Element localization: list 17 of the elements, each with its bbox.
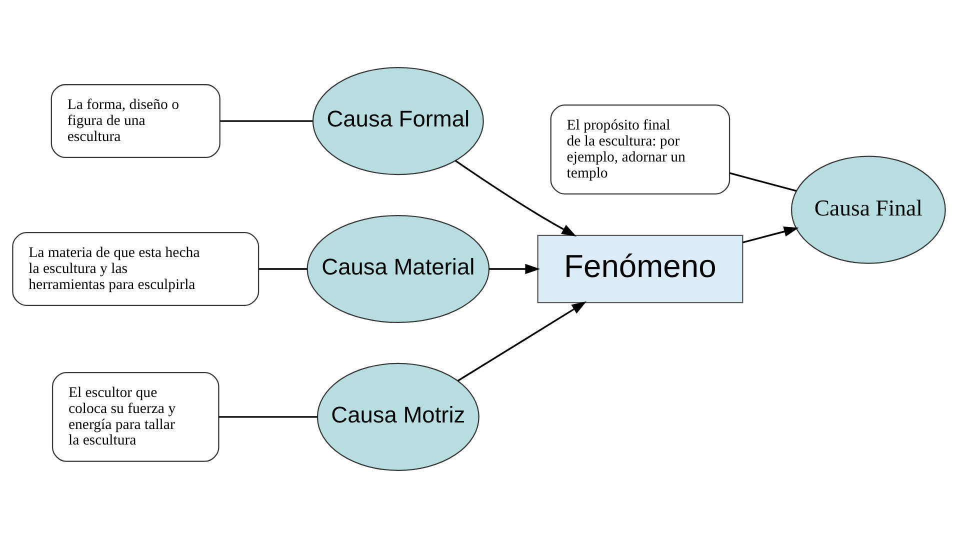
connector [258, 268, 308, 270]
connector [220, 120, 313, 122]
node-box: El propósito final de la escultura: por ejemplo, adornar un templo [550, 104, 730, 194]
node-ellipse: Causa Motriz [316, 362, 480, 471]
arrow [454, 160, 576, 236]
node-ellipse: Causa Material [306, 214, 490, 323]
node-box: El escultor que coloca su fuerza y energía para tallar la escultura [52, 372, 220, 462]
node-ellipse: Causa Formal [312, 66, 484, 175]
connector [729, 172, 797, 192]
node-box: La forma, diseño o figura de una escultura [50, 84, 220, 158]
node-box: La materia de que esta hecha la escultura y las herramientas para esculpirla [12, 232, 260, 306]
arrow [742, 226, 799, 243]
node-ellipse: Causa Final [790, 155, 946, 264]
arrow [488, 263, 540, 274]
node-box: Fenómeno [537, 234, 744, 303]
arrow [458, 300, 586, 381]
connector [218, 416, 318, 418]
